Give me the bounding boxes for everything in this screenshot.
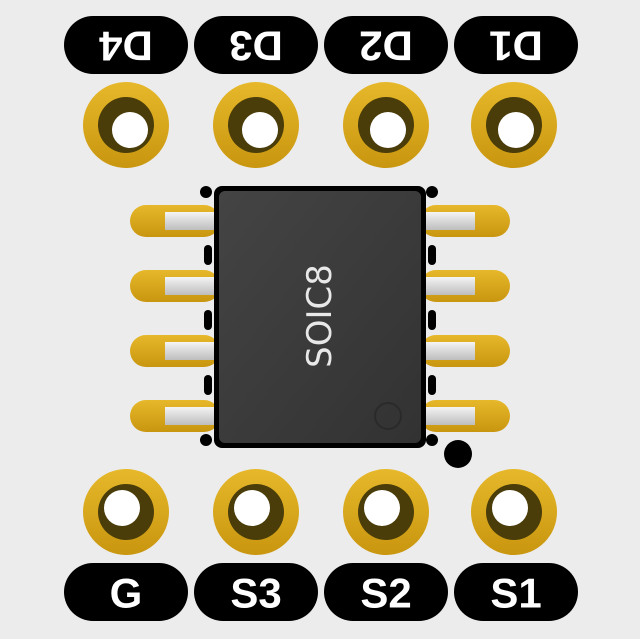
pad-g [83,469,169,555]
pad-d3 [213,82,299,168]
chip-label: SOIC8 [300,264,340,368]
label-s2: S2 [360,570,411,617]
smd-pad-left-3 [130,335,220,367]
pad-d4 [83,82,169,168]
smd-pad-right-4 [420,400,510,432]
label-d3: D3 [229,23,283,70]
smd-pad-left-2 [130,270,220,302]
label-d1: D1 [489,23,543,70]
top-label-group: D4 D3 D2 D1 [64,16,578,74]
label-d2-bg [324,16,448,74]
pad-s1 [471,469,557,555]
label-d2: D2 [359,23,413,70]
right-smd-pads [420,205,510,432]
label-s1: S1 [490,570,541,617]
label-s2-bg [324,563,448,621]
bottom-pads [83,469,557,555]
label-s3-bg [194,563,318,621]
smd-pad-left-4 [130,400,220,432]
pad-s2 [343,469,429,555]
label-s1-bg [454,563,578,621]
left-smd-pads [130,205,220,432]
bottom-label-group: G S3 S2 S1 [64,563,578,621]
pad-d2 [343,82,429,168]
smd-pad-left-1 [130,205,220,237]
courtyard-markers [200,186,438,446]
label-d3-bg [194,16,318,74]
pin1-indicator [374,402,402,430]
top-pads [83,82,557,168]
soic8-chip: SOIC8 [214,186,426,448]
smd-pad-right-1 [420,205,510,237]
label-d4: D4 [99,23,153,70]
smd-pad-right-3 [420,335,510,367]
label-g: G [110,570,143,617]
pin1-dot [444,440,472,468]
label-d1-bg [454,16,578,74]
pad-d1 [471,82,557,168]
label-s3: S3 [230,570,281,617]
label-g-bg [64,563,188,621]
label-d4-bg [64,16,188,74]
smd-pad-right-2 [420,270,510,302]
pad-s3 [213,469,299,555]
